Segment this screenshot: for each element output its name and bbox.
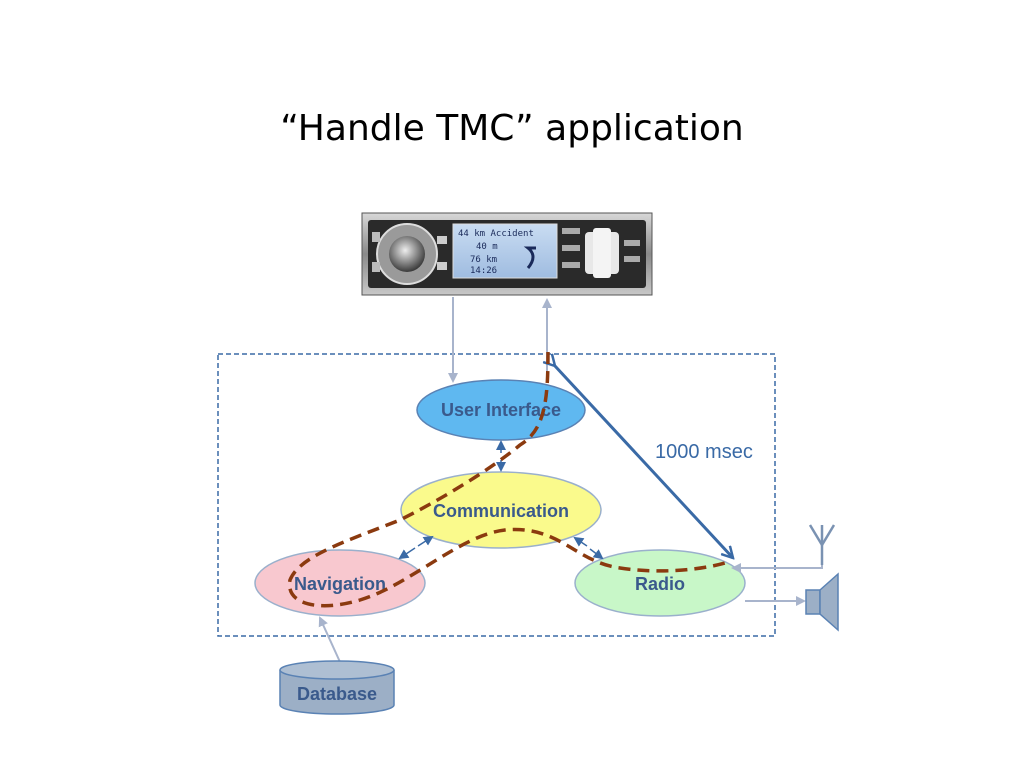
slide-title: “Handle TMC” application: [280, 108, 744, 149]
communication-navigation-link: [398, 535, 434, 560]
database-label: Database: [297, 684, 377, 704]
lcd-line-2: 40 m: [476, 242, 498, 252]
timing-arrow: [555, 366, 733, 558]
lcd-line-3: 76 km: [470, 255, 497, 265]
communication-radio-link: [573, 536, 604, 560]
turn-arrow-icon: [523, 246, 536, 269]
radio-label: Radio: [635, 574, 685, 594]
communication-label: Communication: [433, 501, 569, 521]
lcd-display: 44 km Accident 40 m 76 km 14:26: [452, 223, 558, 279]
navigation-label: Navigation: [294, 574, 386, 594]
lcd-line-1: 44 km Accident: [458, 229, 534, 239]
antenna-icon: [731, 524, 836, 573]
communication-node: Communication: [400, 471, 602, 549]
database-icon: Database: [279, 660, 395, 715]
lcd-line-4: 14:26: [470, 266, 497, 276]
navigation-node: Navigation: [254, 549, 426, 617]
timing-label: 1000 msec: [655, 441, 753, 463]
database-to-navigation-arrow: [318, 616, 341, 663]
system-boundary: [217, 353, 776, 637]
user-interface-node: User Interface: [416, 379, 586, 441]
speaker-icon: [745, 572, 839, 632]
car-radio-device: 44 km Accident 40 m 76 km 14:26: [361, 212, 653, 296]
tmc-message-path: [287, 351, 726, 608]
control-knob-icon: [376, 223, 438, 285]
user-interface-label: User Interface: [441, 400, 561, 420]
radio-node: Radio: [574, 549, 746, 617]
direction-pad-icon: [585, 228, 619, 278]
